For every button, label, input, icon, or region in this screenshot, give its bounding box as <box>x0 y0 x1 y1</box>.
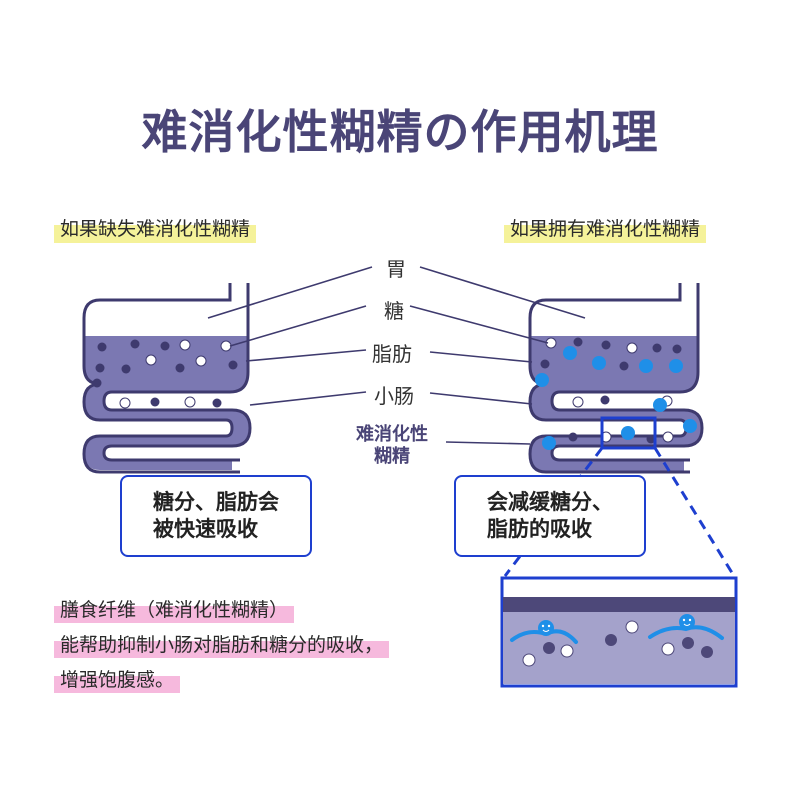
zoom-inset <box>500 576 738 688</box>
dextrin-character-2 <box>648 614 724 640</box>
label-dextrin: 难消化性 糊精 <box>336 424 448 468</box>
left-result-line2: 被快速吸收 <box>153 517 258 541</box>
label-dextrin-line2: 糊精 <box>374 446 410 467</box>
left-result-box: 糖分、脂肪会 被快速吸收 <box>120 475 312 557</box>
left-result-line1: 糖分、脂肪会 <box>153 490 279 514</box>
right-particles <box>540 337 682 444</box>
fiber-description: 能帮助抑制小肠对脂肪和糖分的吸收， <box>54 627 390 658</box>
dextrin-character-1 <box>510 620 578 644</box>
right-result-box: 会减缓糖分、 脂肪的吸收 <box>454 475 646 557</box>
fiber-effect: 增强饱腹感。 <box>54 662 181 693</box>
page-title: 难消化性糊精の作用机理 <box>141 105 659 159</box>
label-fat: 脂肪 <box>372 342 412 366</box>
right-result-line1: 会减缓糖分、 <box>487 490 613 514</box>
left-intestine <box>82 283 252 474</box>
dextrin-particles <box>535 346 697 450</box>
right-result-line2: 脂肪的吸收 <box>487 517 592 541</box>
label-small-intestine: 小肠 <box>374 384 414 408</box>
left-heading: 如果缺失难消化性糊精 <box>54 210 257 243</box>
fiber-heading: 膳食纤维（难消化性糊精） <box>54 592 295 623</box>
leader-lines <box>207 266 586 445</box>
right-heading: 如果拥有难消化性糊精 <box>504 210 707 243</box>
left-particles <box>92 339 238 409</box>
zoom-marker <box>600 416 657 450</box>
label-dextrin-line1: 难消化性 <box>356 424 428 445</box>
label-sugar: 糖 <box>384 299 404 323</box>
label-stomach: 胃 <box>386 257 406 281</box>
